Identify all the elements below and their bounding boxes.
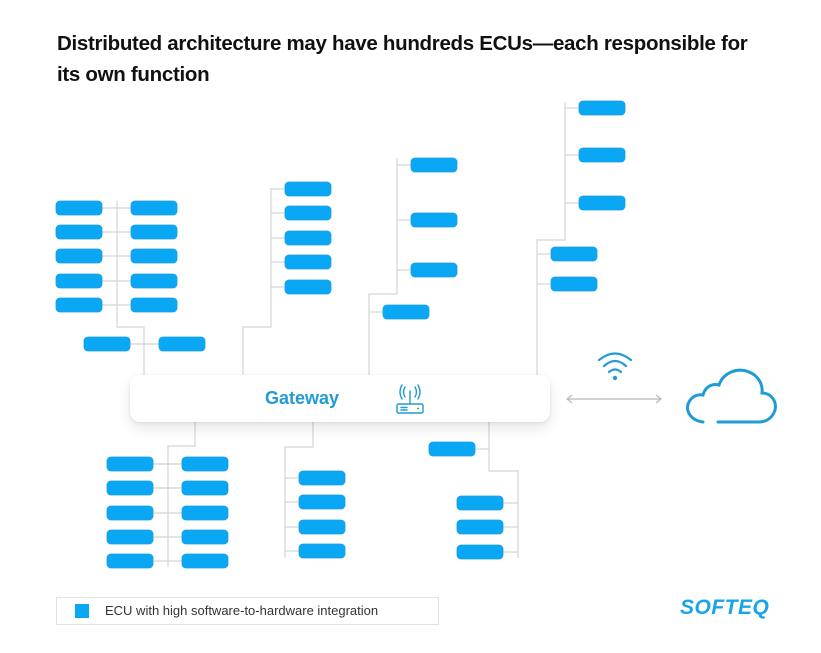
ecu-block [55,248,103,264]
double-arrow-icon [566,394,662,404]
router-icon [396,384,424,414]
ecu-block [550,246,598,262]
ecu-block [55,273,103,289]
bottom-middle-trunk [284,422,314,558]
ecu-block [181,529,229,545]
ecu-block [456,519,504,535]
cloud-icon [686,368,777,424]
ecu-block [578,100,626,116]
ecu-block [410,157,458,173]
ecu-block [382,304,430,320]
gateway-box [130,375,550,422]
ecu-block [181,553,229,569]
ecu-block [130,248,178,264]
ecu-block [456,495,504,511]
ecu-block [410,262,458,278]
ecu-block [578,147,626,163]
ecu-block [284,230,332,246]
ecu-block [578,195,626,211]
top-left-trunk [116,201,145,375]
ecu-block [106,529,154,545]
ecu-block [130,273,178,289]
ecu-block [130,200,178,216]
ecu-block [55,297,103,313]
ecu-block [55,200,103,216]
ecu-block [106,505,154,521]
ecu-block [284,279,332,295]
ecu-block [130,297,178,313]
ecu-block [106,480,154,496]
ecu-block [550,276,598,292]
ecu-block [130,224,178,240]
ecu-block [298,494,346,510]
ecu-block [106,553,154,569]
legend-swatch [75,604,89,618]
gateway-label: Gateway [265,388,340,408]
ecu-block [298,543,346,559]
ecus [55,100,626,569]
wifi-icon [597,352,633,381]
ecu-block [298,519,346,535]
ecu-block [181,456,229,472]
ecu-block [298,470,346,486]
ecu-block [83,336,131,352]
top-middle-left-trunk [242,188,272,375]
bottom-left-trunk [167,422,196,567]
ecu-block [106,456,154,472]
legend: ECU with high software-to-hardware integ… [56,597,439,625]
ecu-block [158,336,206,352]
ecu-block [284,181,332,197]
ecu-block [284,254,332,270]
top-middle-right-trunk [368,158,398,375]
legend-label: ECU with high software-to-hardware integ… [105,603,379,618]
ecu-block [284,205,332,221]
ecu-block [410,212,458,228]
ecu-block [181,480,229,496]
ecu-block [428,441,476,457]
softeq-logo: SOFTEQ [680,596,770,619]
diagram-title: Distributed architecture may have hundre… [57,32,748,86]
wires [102,102,579,567]
ecu-block [55,224,103,240]
ecu-block [181,505,229,521]
bottom-right-trunk [488,422,519,558]
top-right-trunk [536,102,566,375]
ecu-block [456,544,504,560]
